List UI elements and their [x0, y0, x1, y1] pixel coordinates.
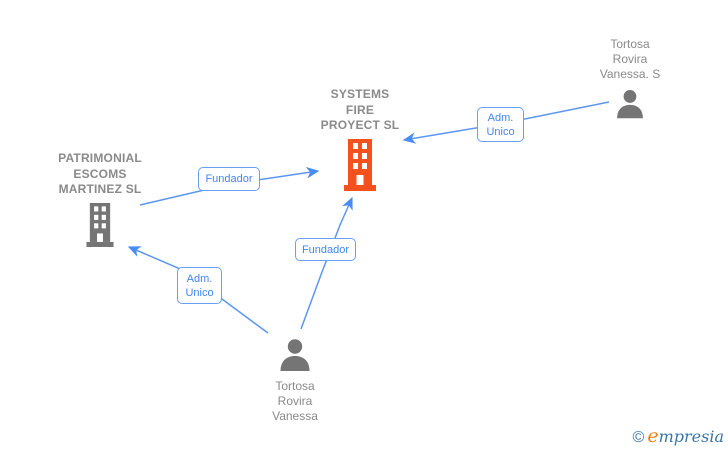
node-label-line: Vanessa	[272, 409, 318, 423]
node-label: SYSTEMS FIRE PROYECT SL	[280, 87, 440, 134]
node-label: Tortosa Rovira Vanessa	[233, 379, 357, 424]
building-icon	[86, 202, 114, 247]
person-icon	[280, 339, 310, 371]
node-label-line: Vanessa. S	[599, 67, 661, 81]
person-icon	[617, 90, 643, 119]
copyright-symbol: ©	[632, 429, 645, 446]
node-label-line: MARTINEZ SL	[58, 182, 142, 196]
node-label-line: PATRIMONIAL	[58, 151, 142, 165]
node-label-line: Tortosa	[275, 379, 315, 393]
edge-label-adm-unico-2: Adm. Unico	[177, 267, 222, 304]
building-icon	[344, 138, 376, 191]
node-tortosa-rovira-vanessa-s[interactable]: Tortosa Rovira Vanessa. S	[568, 37, 692, 121]
node-label-line: Rovira	[277, 394, 313, 408]
node-systems-fire-proyect[interactable]: SYSTEMS FIRE PROYECT SL	[280, 87, 440, 191]
brand-rest: mpresia	[658, 427, 724, 446]
brand-initial: e	[647, 425, 659, 447]
node-label: Tortosa Rovira Vanessa. S	[568, 37, 692, 82]
node-label: PATRIMONIAL ESCOMS MARTINEZ SL	[20, 151, 180, 198]
edge-label-fundador-1: Fundador	[198, 167, 260, 191]
node-label-line: SYSTEMS	[330, 87, 390, 101]
node-label-line: PROYECT SL	[320, 118, 400, 132]
node-label-line: Rovira	[612, 52, 648, 66]
node-label-line: ESCOMS	[73, 166, 127, 181]
node-label-line: Tortosa	[610, 37, 650, 51]
node-tortosa-rovira-vanessa[interactable]: Tortosa Rovira Vanessa	[233, 337, 357, 424]
node-patrimonial-escoms-martinez[interactable]: PATRIMONIAL ESCOMS MARTINEZ SL	[20, 151, 180, 247]
edge-label-adm-unico-1: Adm. Unico	[477, 107, 524, 142]
node-label-line: FIRE	[345, 102, 375, 117]
edge-label-fundador-2: Fundador	[295, 238, 356, 261]
edge-tortosa-to-systems	[300, 196, 353, 330]
empresia-logo[interactable]: ©empresia	[633, 425, 724, 447]
